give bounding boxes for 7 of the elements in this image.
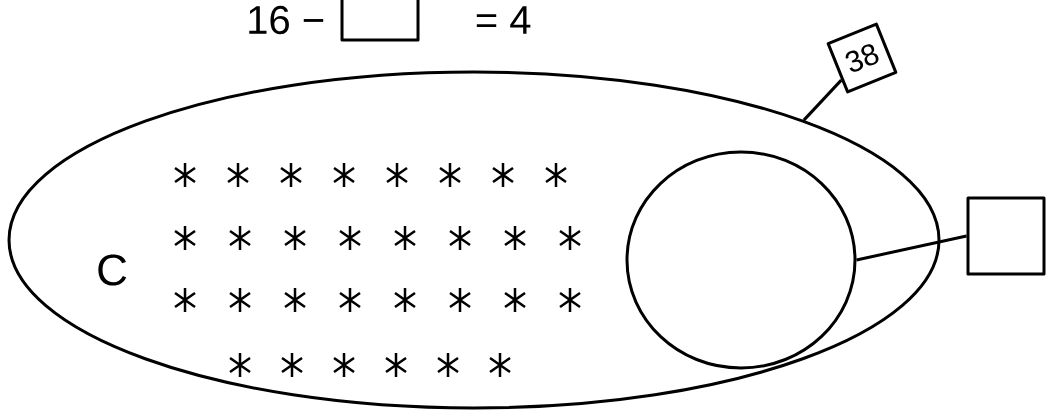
equation-text: = 4 — [476, 6, 531, 34]
answer-box — [966, 196, 1046, 276]
connector-line — [802, 79, 843, 122]
number-box: 38 — [826, 22, 898, 94]
circle — [625, 150, 857, 370]
connector-line — [856, 234, 967, 262]
equation-text: 16 − — [249, 5, 324, 35]
